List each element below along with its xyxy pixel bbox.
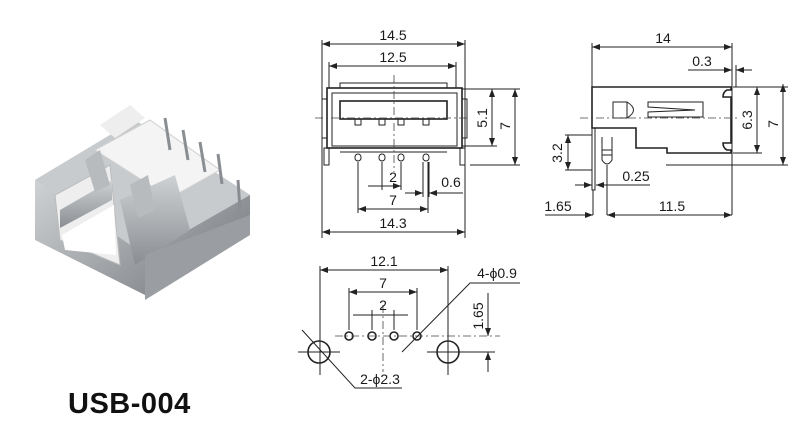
model-title: USB-004 xyxy=(68,388,191,420)
dim-leg-to-front: 11.5 xyxy=(659,198,685,214)
dim-pin-pitch: 2 xyxy=(389,169,397,185)
front-view: 14.5 12.5 5.1 7 2 0.6 7 14.3 xyxy=(315,27,520,238)
dim-side-overall-height: 7 xyxy=(765,120,781,128)
dim-pin-offset: 1.65 xyxy=(544,198,571,214)
dim-lip: 0.3 xyxy=(692,53,712,69)
connector-photo xyxy=(35,105,250,300)
dim-footprint-pin-pitch: 2 xyxy=(379,297,387,313)
dim-body-height: 6.3 xyxy=(739,110,755,130)
dim-row-offset: 1.65 xyxy=(470,302,486,329)
side-view: 14 0.3 6.3 7 3.2 0.25 1.65 11.5 xyxy=(544,30,788,218)
dim-overall-width: 14.5 xyxy=(379,27,406,43)
dim-length: 14 xyxy=(655,30,671,46)
dim-overall-height: 7 xyxy=(497,122,513,130)
dim-opening-height: 5.1 xyxy=(474,108,490,128)
pcb-footprint: 12.1 7 2 4-ϕ0.9 1.65 2-ϕ2.3 xyxy=(298,253,520,389)
dim-pin-span: 7 xyxy=(389,192,397,208)
dim-pin-thickness: 0.25 xyxy=(622,168,649,184)
dim-pin-width: 0.6 xyxy=(441,174,461,190)
dim-pin-length: 3.2 xyxy=(549,143,565,163)
dim-mount-span: 12.1 xyxy=(370,253,397,269)
pin-holes-label: 4-ϕ0.9 xyxy=(477,265,517,281)
dim-leg-span: 14.3 xyxy=(379,215,406,231)
dim-footprint-pin-span: 7 xyxy=(379,275,387,291)
mount-holes-label: 2-ϕ2.3 xyxy=(360,371,400,387)
dim-opening-width: 12.5 xyxy=(379,49,406,65)
